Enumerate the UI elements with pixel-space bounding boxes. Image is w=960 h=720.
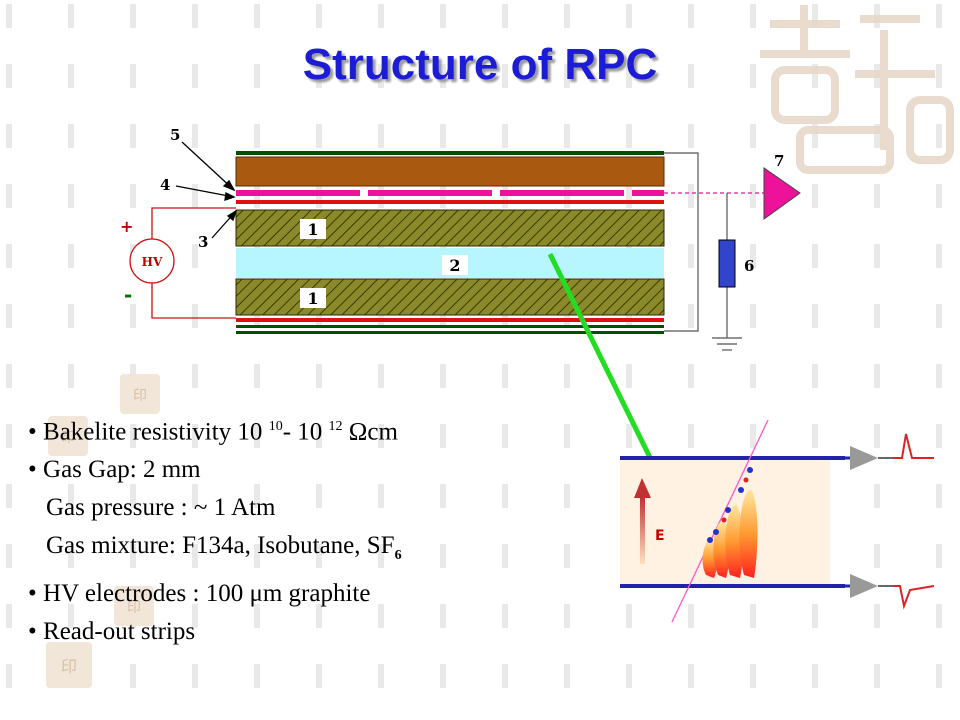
spec-text: Bakelite resistivity 10 (43, 418, 263, 446)
label-6: 6 (744, 257, 754, 275)
spec-exponent: 10 (268, 419, 283, 434)
spec-text: Gas pressure : ~ 1 Atm (46, 494, 276, 522)
bottom-ground-plane (236, 325, 664, 328)
spec-gas-mixture: Gas mixture: F134a, Isobutane, SF6 (28, 527, 402, 575)
hv-minus-label: - (124, 283, 132, 307)
spec-bakelite-resistivity: • Bakelite resistivity 10 10- 10 12 Ωcm (28, 418, 398, 446)
svg-text:印: 印 (61, 657, 77, 676)
spec-text: - 10 (282, 418, 323, 446)
spec-hv-electrodes: • HV electrodes : 100 μm graphite (28, 580, 371, 608)
label-4: 4 (160, 176, 170, 194)
readout-strips (236, 190, 664, 196)
spec-text: Read-out strips (43, 618, 196, 646)
spec-gas-pressure: Gas pressure : ~ 1 Atm (28, 489, 402, 527)
svg-text:印: 印 (61, 430, 75, 446)
specs-list: • Bakelite resistivity 10 10- 10 12 Ωcm … (28, 408, 402, 651)
amplifier-7 (763, 167, 801, 220)
top-ground-plane (236, 151, 664, 155)
svg-text:印: 印 (133, 388, 147, 404)
seal-small-4: 印 (46, 642, 92, 688)
page-title: Structure of RPC (302, 40, 658, 89)
label-2: 2 (449, 256, 460, 275)
hv-electrode-bottom (236, 318, 664, 322)
label-1-bottom: 1 (307, 289, 318, 308)
spec-text: Gas Gap: 2 mm (43, 456, 201, 484)
spec-text: Gas mixture: F134a, Isobutane, SF (46, 532, 395, 560)
e-field-label: E (655, 528, 665, 544)
svg-text:印: 印 (127, 600, 141, 616)
spec-text: HV electrodes : 100 μm graphite (43, 580, 371, 608)
avalanche-inset: E (620, 419, 935, 623)
calligraphy-seal-large (760, 5, 954, 174)
label-1-top: 1 (307, 220, 318, 239)
spec-subscript: 6 (394, 548, 402, 564)
spec-readout-strips: • Read-out strips (28, 618, 196, 646)
spec-gas-gap: • Gas Gap: 2 mm (28, 456, 201, 484)
spec-exponent: 12 (328, 419, 343, 434)
label-5: 5 (170, 126, 180, 144)
seal-small-3: 印 (114, 586, 154, 626)
hv-plus-label: + (120, 217, 133, 236)
hv-electrode-top (236, 200, 664, 204)
spec-unit: Ωcm (348, 418, 398, 446)
seal-small-1: 印 (120, 374, 160, 414)
seal-small-2: 印 (48, 416, 88, 456)
label-7: 7 (774, 152, 784, 170)
hv-source-label: HV (142, 255, 163, 269)
label-3: 3 (198, 233, 208, 251)
resistor-6 (718, 239, 736, 288)
top-insulator (235, 156, 665, 187)
